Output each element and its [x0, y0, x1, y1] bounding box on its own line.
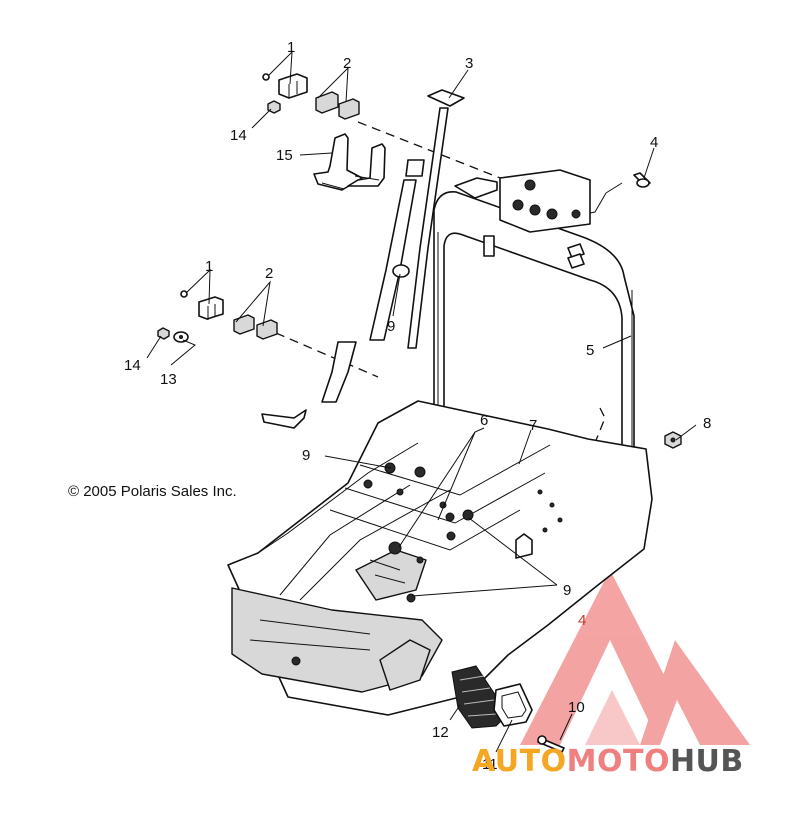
callout-6: 6	[480, 412, 488, 429]
lower-bracket-set	[157, 290, 278, 343]
callout-9-right: 9	[563, 582, 571, 599]
callout-7: 7	[529, 417, 537, 434]
callout-1-lower: 1	[205, 258, 213, 275]
watermark-logo	[520, 570, 750, 745]
callout-4-upper: 4	[650, 134, 658, 151]
callout-10: 10	[568, 699, 585, 716]
callout-11: 11	[482, 756, 498, 773]
callout-9-left: 9	[302, 447, 310, 464]
callout-3: 3	[465, 55, 473, 72]
callout-8: 8	[703, 415, 711, 432]
callout-5: 5	[586, 342, 594, 359]
callout-2-upper: 2	[343, 55, 351, 72]
callout-14-upper: 14	[230, 127, 247, 144]
watermark-auto: AUTO	[472, 744, 567, 779]
upper-bracket-set	[262, 73, 386, 191]
watermark-moto: MOTO	[566, 744, 670, 779]
copyright-notice: © 2005 Polaris Sales Inc.	[68, 483, 237, 500]
bulkhead-frame	[227, 400, 653, 716]
steering-shaft	[261, 89, 465, 429]
callout-12: 12	[432, 724, 449, 741]
callout-14-lower: 14	[124, 357, 141, 374]
callout-labels: 1 2 3 4 14 15 1 2 14 13 9 5 6 7 8 9 9 4 …	[124, 39, 711, 773]
callout-15: 15	[276, 147, 293, 164]
boot-and-plate	[451, 665, 533, 729]
watermark-hub: HUB	[669, 744, 744, 779]
callout-9-upper: 9	[387, 318, 395, 335]
callout-leaders	[146, 50, 697, 753]
column-support-frame	[433, 169, 635, 505]
callout-2-lower: 2	[265, 265, 273, 282]
callout-13: 13	[160, 371, 177, 388]
callout-4-lower: 4	[578, 612, 586, 629]
watermark-wordmark: AUTOMOTOHUB	[472, 744, 744, 779]
callout-1-upper: 1	[287, 39, 295, 56]
